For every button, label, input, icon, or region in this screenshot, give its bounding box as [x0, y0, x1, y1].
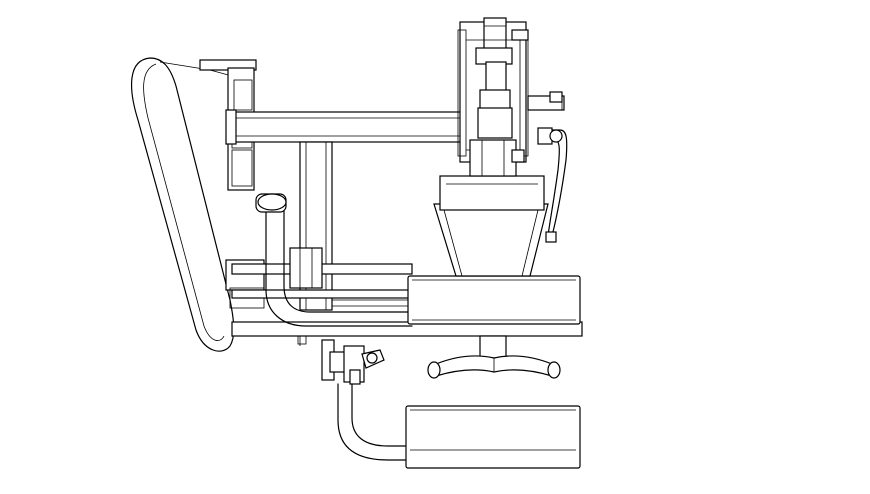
lower-arm-tube [337, 383, 411, 461]
curved-arm-tube [255, 193, 413, 327]
seat-pad [407, 275, 581, 325]
back-pad [130, 57, 235, 352]
seat-support [433, 175, 549, 277]
top-beam [225, 109, 463, 145]
side-cable-handle [527, 91, 568, 243]
t-handle [427, 335, 561, 379]
foot-pad [405, 405, 581, 469]
pop-pin [321, 339, 385, 385]
pulley-assembly [457, 17, 529, 177]
